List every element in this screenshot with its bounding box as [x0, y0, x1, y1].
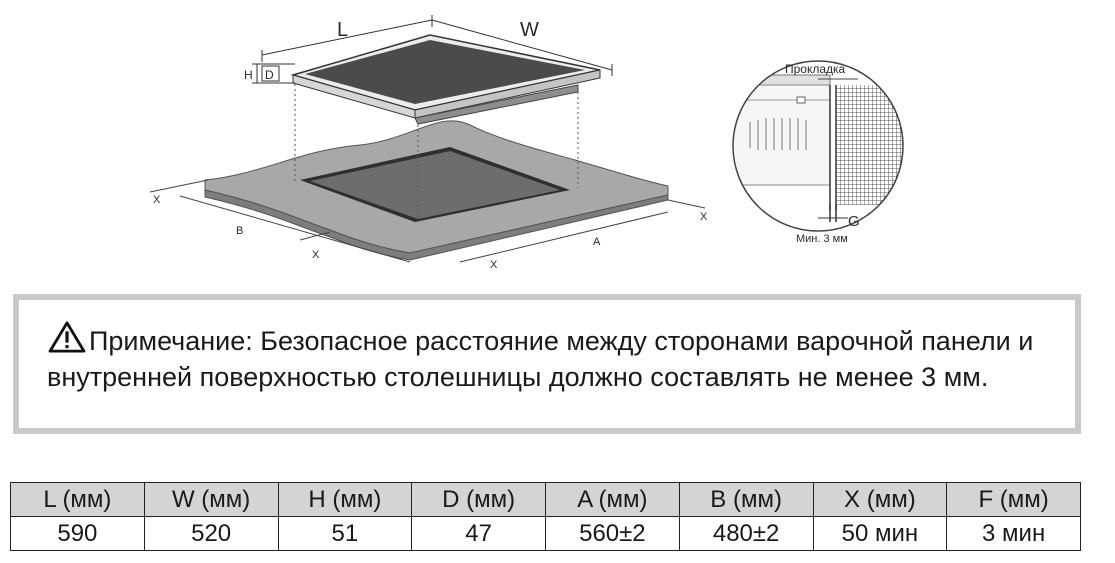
table-cell: 51	[277, 516, 413, 551]
installation-diagram: L W H D X B X X A X	[149, 15, 904, 271]
countertop	[204, 120, 669, 261]
table-header: F (мм)	[946, 482, 1081, 517]
table-cell: 3 мин	[946, 516, 1081, 551]
countertop-dimensions	[149, 179, 706, 263]
table-cell: 47	[411, 516, 546, 551]
dimensions-table: L (мм) W (мм) H (мм) D (мм) A (мм) B (мм…	[10, 482, 1081, 551]
label-A: A	[593, 236, 601, 248]
label-B: B	[236, 225, 243, 237]
table-header: L (мм)	[10, 482, 145, 517]
label-D: D	[265, 68, 274, 82]
dimension-W: W	[431, 19, 613, 76]
label-G: G	[848, 213, 860, 230]
gasket-label: Прокладка	[785, 62, 846, 76]
label-X-right: X	[700, 211, 708, 223]
table-header: D (мм)	[411, 482, 546, 517]
table-header: X (мм)	[812, 482, 948, 517]
safety-note: Примечание: Безопасное расстояние между …	[13, 294, 1081, 434]
table-header: A (мм)	[545, 482, 680, 517]
note-text-block: Примечание: Безопасное расстояние между …	[47, 321, 1057, 395]
table-cell: 480±2	[678, 516, 814, 551]
label-X-bottom: X	[490, 259, 498, 271]
label-X-left: X	[153, 194, 161, 206]
label-H: H	[244, 68, 253, 82]
hob-panel	[290, 34, 601, 125]
table-cell: 590	[10, 516, 145, 551]
dimension-H-D: H D	[244, 63, 295, 84]
gasket-detail: Прокладка G Мин. 3 мм	[732, 60, 904, 245]
label-X-bottom-left: X	[312, 249, 320, 261]
table-row: 590 520 51 47 560±2 480±2 50 мин 3 мин	[10, 516, 1081, 551]
table-header-row: L (мм) W (мм) H (мм) D (мм) A (мм) B (мм…	[10, 482, 1081, 517]
table-cell: 560±2	[545, 516, 680, 551]
min-gap-label: Мин. 3 мм	[796, 233, 848, 245]
table-cell: 520	[143, 516, 279, 551]
table-header: B (мм)	[678, 482, 814, 517]
label-L: L	[337, 19, 348, 41]
warning-triangle-icon	[48, 321, 86, 353]
note-text: Примечание: Безопасное расстояние между …	[47, 326, 1034, 392]
projection-lines	[294, 84, 579, 222]
table-cell: 50 мин	[812, 516, 948, 551]
dimension-L: L	[261, 15, 433, 62]
table-header: W (мм)	[143, 482, 279, 517]
label-W: W	[520, 19, 539, 41]
table-header: H (мм)	[277, 482, 413, 517]
